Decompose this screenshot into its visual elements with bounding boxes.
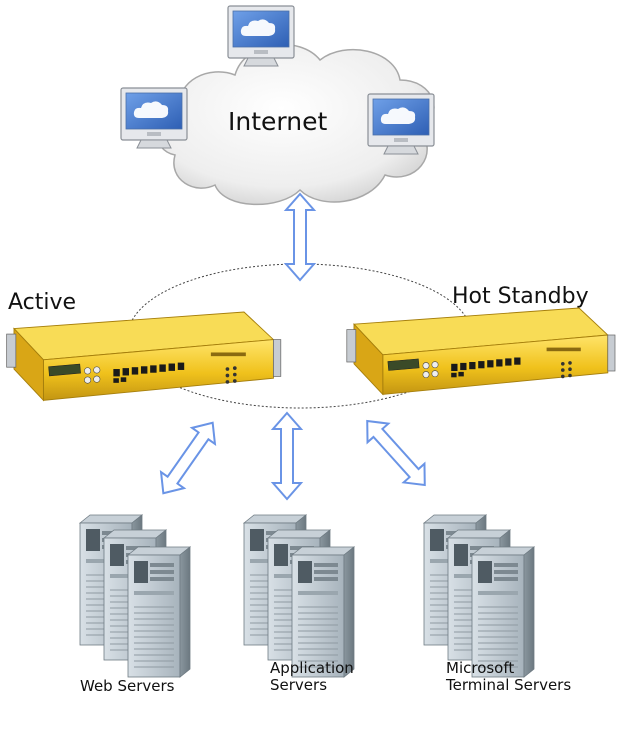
- client-computer-icon: [120, 87, 188, 149]
- terminal-servers-label: Microsoft Terminal Servers: [446, 659, 572, 695]
- hot-standby-label: Hot Standby: [452, 284, 589, 309]
- application-servers-group: [243, 514, 355, 678]
- server-tower-icon: [291, 546, 355, 678]
- server-tower-icon: [471, 546, 535, 678]
- active-load-balancer: [6, 311, 282, 401]
- client-computer-icon: [367, 93, 435, 155]
- app-servers-link-arrow: [272, 412, 302, 500]
- web-servers-label: Web Servers: [80, 677, 175, 695]
- internet-label: Internet: [228, 107, 328, 136]
- application-servers-label: Application Servers: [270, 659, 354, 695]
- standby-load-balancer: [346, 307, 616, 395]
- web-servers-link-arrow: [150, 413, 226, 503]
- internet-link-arrow: [285, 193, 315, 281]
- client-computer-icon: [227, 5, 295, 67]
- server-tower-icon: [127, 546, 191, 678]
- terminal-servers-group: [423, 514, 535, 678]
- active-label: Active: [8, 290, 77, 315]
- web-servers-group: [79, 514, 191, 678]
- terminal-servers-link-arrow: [355, 410, 437, 496]
